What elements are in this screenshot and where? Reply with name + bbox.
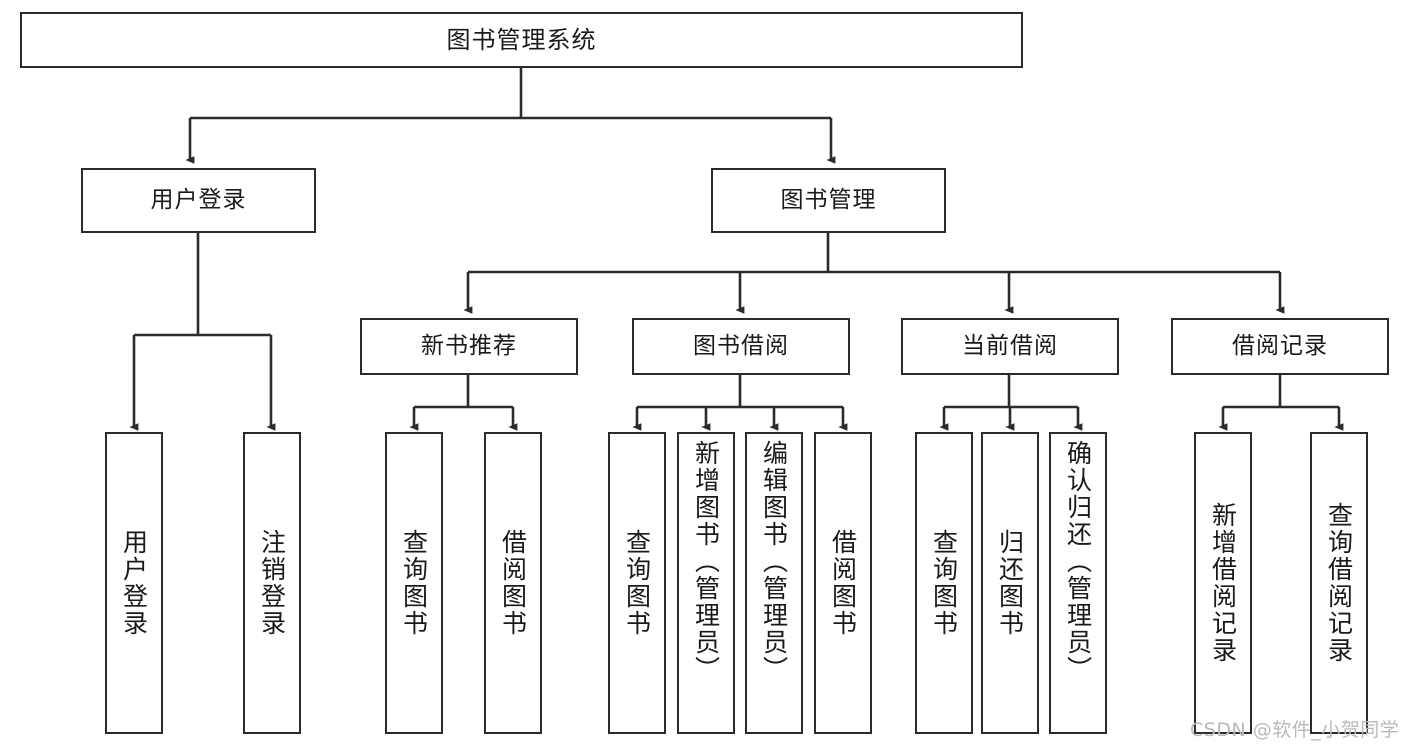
node-root-system-label: 图书管理系统 xyxy=(446,26,597,54)
node-root-system[interactable]: 图书管理系统 xyxy=(20,12,1023,68)
node-borrow-records-label: 借阅记录 xyxy=(1232,333,1328,359)
node-user-login[interactable]: 用户登录 xyxy=(81,168,316,233)
leaf-records-query-record-label: 查询借阅记录 xyxy=(1324,502,1354,664)
node-current-borrow[interactable]: 当前借阅 xyxy=(901,318,1119,375)
leaf-current-query-book-label: 查询图书 xyxy=(929,529,959,637)
leaf-borrow-query-book-label: 查询图书 xyxy=(622,529,652,637)
leaf-borrow-edit-book-admin-label: 编辑图书（管理员） xyxy=(759,440,789,683)
leaf-user-login-login[interactable]: 用户登录 xyxy=(105,432,163,734)
leaf-current-confirm-return-admin-label: 确认归还（管理员） xyxy=(1063,440,1093,683)
node-new-book-recommend[interactable]: 新书推荐 xyxy=(360,318,578,375)
node-current-borrow-label: 当前借阅 xyxy=(962,333,1058,359)
csdn-watermark: CSDN @软件_小贺同学 xyxy=(1190,719,1400,741)
leaf-borrow-edit-book-admin[interactable]: 编辑图书（管理员） xyxy=(745,432,803,734)
leaf-new-book-borrow-label: 借阅图书 xyxy=(498,529,528,637)
node-borrow-records[interactable]: 借阅记录 xyxy=(1171,318,1389,375)
node-book-management[interactable]: 图书管理 xyxy=(711,168,946,233)
leaf-borrow-query-book[interactable]: 查询图书 xyxy=(608,432,666,734)
node-book-borrow[interactable]: 图书借阅 xyxy=(632,318,850,375)
leaf-records-query-record[interactable]: 查询借阅记录 xyxy=(1310,432,1368,734)
leaf-records-add-record[interactable]: 新增借阅记录 xyxy=(1194,432,1252,734)
leaf-user-login-login-label: 用户登录 xyxy=(119,529,149,637)
leaf-borrow-add-book-admin[interactable]: 新增图书（管理员） xyxy=(677,432,735,734)
leaf-current-query-book[interactable]: 查询图书 xyxy=(915,432,973,734)
leaf-user-login-logout-label: 注销登录 xyxy=(257,529,287,637)
leaf-new-book-borrow[interactable]: 借阅图书 xyxy=(484,432,542,734)
leaf-user-login-logout[interactable]: 注销登录 xyxy=(243,432,301,734)
node-book-management-label: 图书管理 xyxy=(780,187,877,213)
leaf-new-book-query[interactable]: 查询图书 xyxy=(385,432,443,734)
leaf-records-add-record-label: 新增借阅记录 xyxy=(1208,502,1238,664)
leaf-borrow-borrow-book-label: 借阅图书 xyxy=(828,529,858,637)
leaf-borrow-borrow-book[interactable]: 借阅图书 xyxy=(814,432,872,734)
leaf-current-confirm-return-admin[interactable]: 确认归还（管理员） xyxy=(1049,432,1107,734)
node-new-book-recommend-label: 新书推荐 xyxy=(421,333,517,359)
leaf-current-return-book-label: 归还图书 xyxy=(995,529,1025,637)
leaf-borrow-add-book-admin-label: 新增图书（管理员） xyxy=(691,440,721,683)
leaf-new-book-query-label: 查询图书 xyxy=(399,529,429,637)
leaf-current-return-book[interactable]: 归还图书 xyxy=(981,432,1039,734)
node-user-login-label: 用户登录 xyxy=(150,187,247,213)
node-book-borrow-label: 图书借阅 xyxy=(693,333,789,359)
